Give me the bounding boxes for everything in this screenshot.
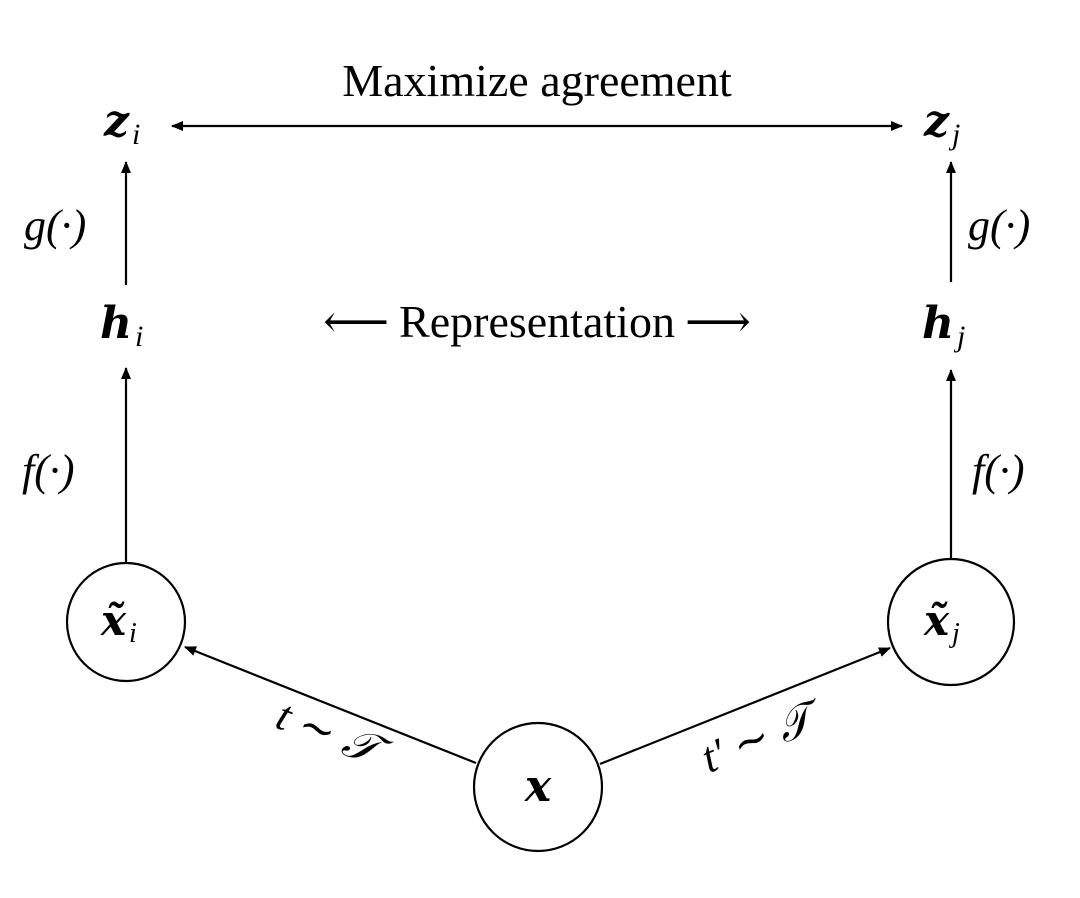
representation-right-arrow: ⟶ [685,296,751,347]
representation-label: ⟵Representation⟶ [323,296,751,347]
node-x: x [524,761,552,812]
node-z-i-base: z [103,96,130,147]
augment-arrow-left [184,645,477,765]
node-x-tilde-j-base: x̃ [923,596,950,645]
representation-left-arrow: ⟵ [323,296,389,347]
node-circle-x [472,721,604,853]
node-x-tilde-i-sub: i [129,618,137,649]
label-t-right: t′ ∼ 𝒯 [694,690,831,783]
label-f-right: f(·) [972,446,1025,495]
node-x-tilde-j: x̃j [923,596,960,649]
node-circle-x-tilde-j [886,557,1016,687]
label-t-left: t ∼ 𝒯 [270,690,398,779]
representation-text: Representation [399,296,675,347]
node-x-tilde-i: x̃i [100,596,137,649]
node-x-tilde-i-base: x̃ [100,596,127,645]
node-z-j-sub: j [948,118,960,151]
node-h-j-sub: j [953,320,965,353]
label-f-left: f(·) [22,446,75,495]
label-g-right: g(·) [968,201,1030,250]
node-h-i-base: h [100,298,132,349]
node-z-j-base: z [923,96,950,147]
augment-arrow-right [599,646,891,766]
node-h-i-sub: i [135,320,143,353]
node-z-i-sub: i [132,118,140,151]
label-g-left: g(·) [24,201,86,250]
node-circle-x-tilde-i [65,561,187,683]
node-h-j-base: h [922,298,954,349]
node-x-tilde-j-sub: j [949,618,960,649]
node-x-base: x [524,761,552,812]
title-maximize-agreement: Maximize agreement [342,55,732,106]
